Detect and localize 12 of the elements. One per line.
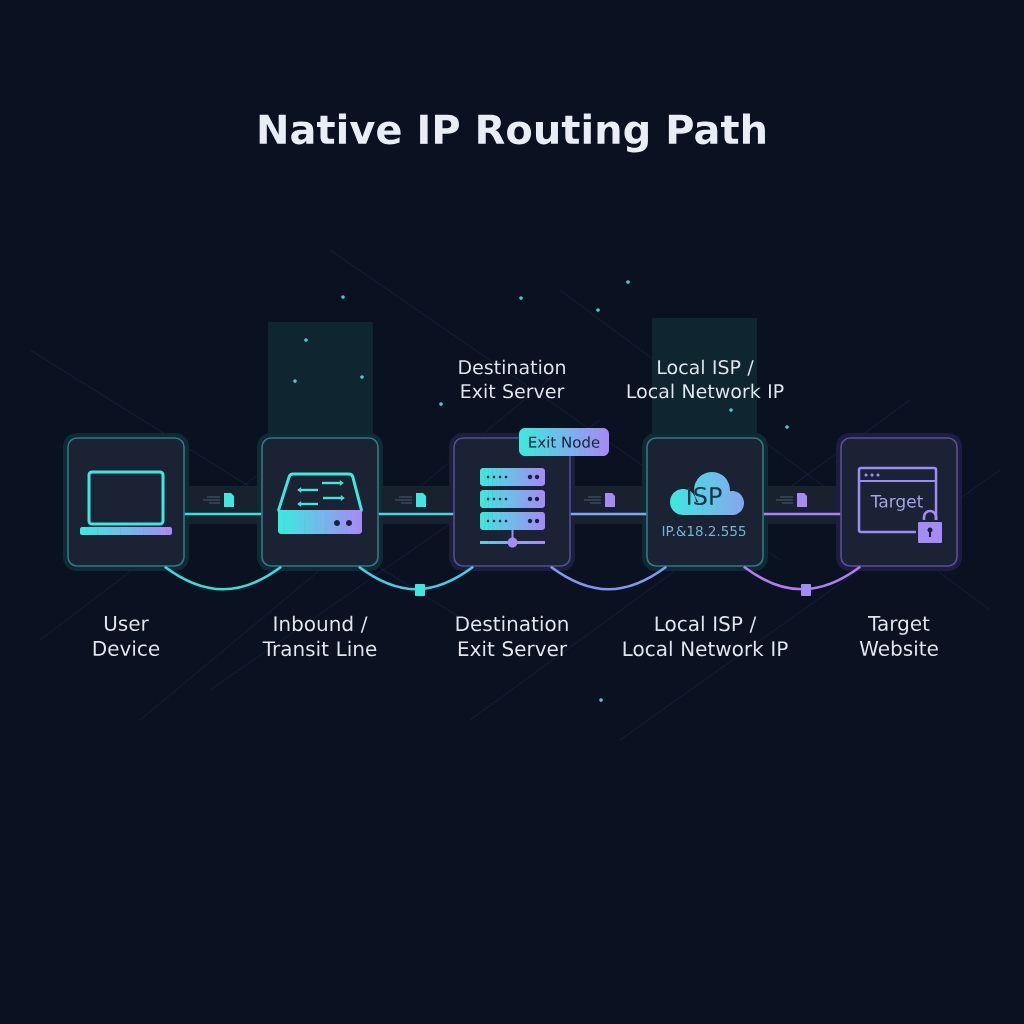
node-label: Inbound / Transit Line [262,615,377,657]
node-label: Exit Node [529,436,600,448]
node-label: Destination Exit Server [459,359,565,399]
ip-label: IP.&18.2.555 [662,525,746,537]
node-label: Target Website [859,616,938,656]
node-label: Destination Exit Server [456,615,568,657]
node-label: Local ISP / Local Network IP [623,615,788,657]
node-label: User Device [93,616,160,656]
title: Native IP Routing Path [259,113,765,153]
browser-window: Target [857,466,938,534]
node-tag: Exit Node [519,428,609,456]
node-label: Local ISP / Local Network IP [627,359,784,399]
